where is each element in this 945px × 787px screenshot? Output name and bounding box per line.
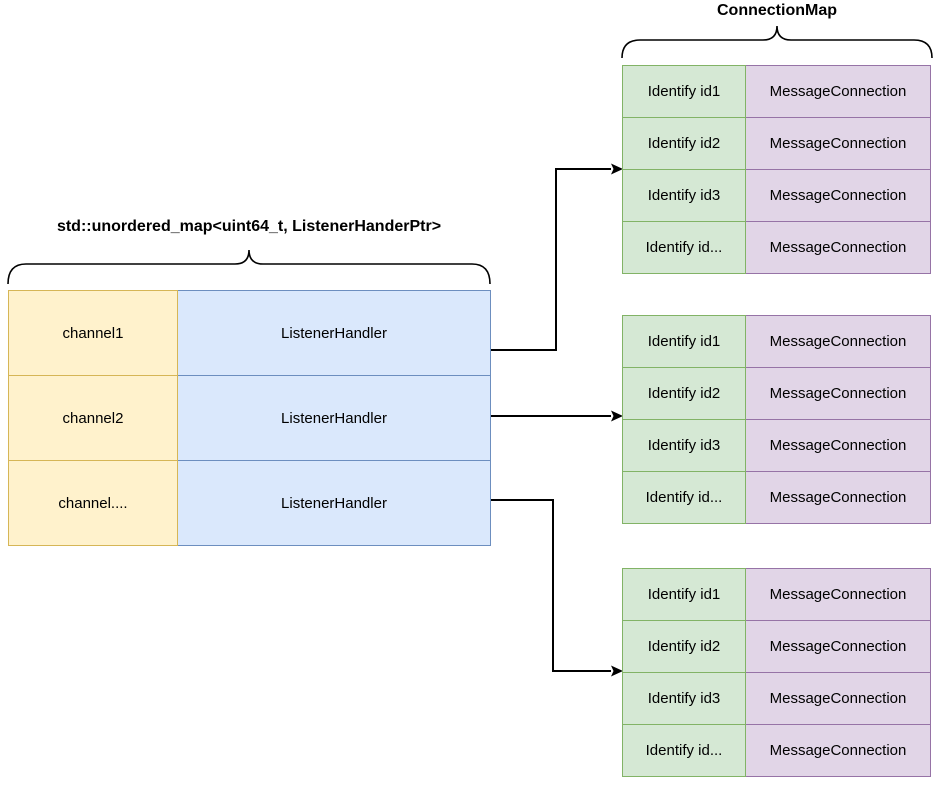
identify-cell: Identify id1 bbox=[622, 315, 746, 368]
listener-map-table: channel1 ListenerHandler channel2 Listen… bbox=[8, 290, 491, 546]
message-connection-cell: MessageConnection bbox=[745, 419, 931, 472]
arrow-channel2-to-connection-table-2 bbox=[490, 410, 623, 422]
table-row: channel.... ListenerHandler bbox=[8, 460, 491, 546]
message-connection-cell: MessageConnection bbox=[745, 568, 931, 621]
channel-cell: channel.... bbox=[8, 460, 178, 546]
message-connection-cell: MessageConnection bbox=[745, 315, 931, 368]
connection-map-brace bbox=[621, 25, 933, 59]
message-connection-cell: MessageConnection bbox=[745, 672, 931, 725]
listener-handler-cell: ListenerHandler bbox=[177, 460, 491, 546]
arrow-channel3-to-connection-table-3 bbox=[490, 499, 623, 677]
identify-cell: Identify id... bbox=[622, 724, 746, 777]
identify-cell: Identify id1 bbox=[622, 65, 746, 118]
message-connection-cell: MessageConnection bbox=[745, 65, 931, 118]
connection-table-1: Identify id1 MessageConnection Identify … bbox=[622, 65, 931, 274]
table-row: channel1 ListenerHandler bbox=[8, 290, 491, 376]
identify-cell: Identify id2 bbox=[622, 117, 746, 170]
identify-cell: Identify id... bbox=[622, 471, 746, 524]
table-row: Identify id2 MessageConnection bbox=[622, 367, 931, 420]
identify-cell: Identify id3 bbox=[622, 169, 746, 222]
listener-handler-cell: ListenerHandler bbox=[177, 375, 491, 461]
identify-cell: Identify id2 bbox=[622, 367, 746, 420]
message-connection-cell: MessageConnection bbox=[745, 169, 931, 222]
table-row: Identify id2 MessageConnection bbox=[622, 117, 931, 170]
identify-cell: Identify id1 bbox=[622, 568, 746, 621]
table-row: Identify id... MessageConnection bbox=[622, 724, 931, 777]
message-connection-cell: MessageConnection bbox=[745, 471, 931, 524]
message-connection-cell: MessageConnection bbox=[745, 620, 931, 673]
identify-cell: Identify id2 bbox=[622, 620, 746, 673]
arrowhead-icon bbox=[611, 163, 623, 175]
identify-cell: Identify id3 bbox=[622, 672, 746, 725]
message-connection-cell: MessageConnection bbox=[745, 724, 931, 777]
table-row: Identify id1 MessageConnection bbox=[622, 65, 931, 118]
message-connection-cell: MessageConnection bbox=[745, 117, 931, 170]
arrowhead-icon bbox=[611, 665, 623, 677]
left-map-brace bbox=[7, 249, 491, 285]
channel-cell: channel2 bbox=[8, 375, 178, 461]
table-row: Identify id1 MessageConnection bbox=[622, 315, 931, 368]
connection-table-2: Identify id1 MessageConnection Identify … bbox=[622, 315, 931, 524]
message-connection-cell: MessageConnection bbox=[745, 367, 931, 420]
table-row: Identify id... MessageConnection bbox=[622, 471, 931, 524]
listener-handler-cell: ListenerHandler bbox=[177, 290, 491, 376]
table-row: Identify id3 MessageConnection bbox=[622, 419, 931, 472]
arrowhead-icon bbox=[611, 410, 623, 422]
table-row: Identify id1 MessageConnection bbox=[622, 568, 931, 621]
table-row: channel2 ListenerHandler bbox=[8, 375, 491, 461]
message-connection-cell: MessageConnection bbox=[745, 221, 931, 274]
connection-table-3: Identify id1 MessageConnection Identify … bbox=[622, 568, 931, 777]
table-row: Identify id2 MessageConnection bbox=[622, 620, 931, 673]
left-map-title: std::unordered_map<uint64_t, ListenerHan… bbox=[56, 218, 442, 235]
table-row: Identify id3 MessageConnection bbox=[622, 672, 931, 725]
table-row: Identify id... MessageConnection bbox=[622, 221, 931, 274]
identify-cell: Identify id... bbox=[622, 221, 746, 274]
table-row: Identify id3 MessageConnection bbox=[622, 169, 931, 222]
arrow-channel1-to-connection-table-1 bbox=[490, 163, 623, 351]
identify-cell: Identify id3 bbox=[622, 419, 746, 472]
channel-cell: channel1 bbox=[8, 290, 178, 376]
connection-map-title: ConnectionMap bbox=[717, 2, 837, 19]
